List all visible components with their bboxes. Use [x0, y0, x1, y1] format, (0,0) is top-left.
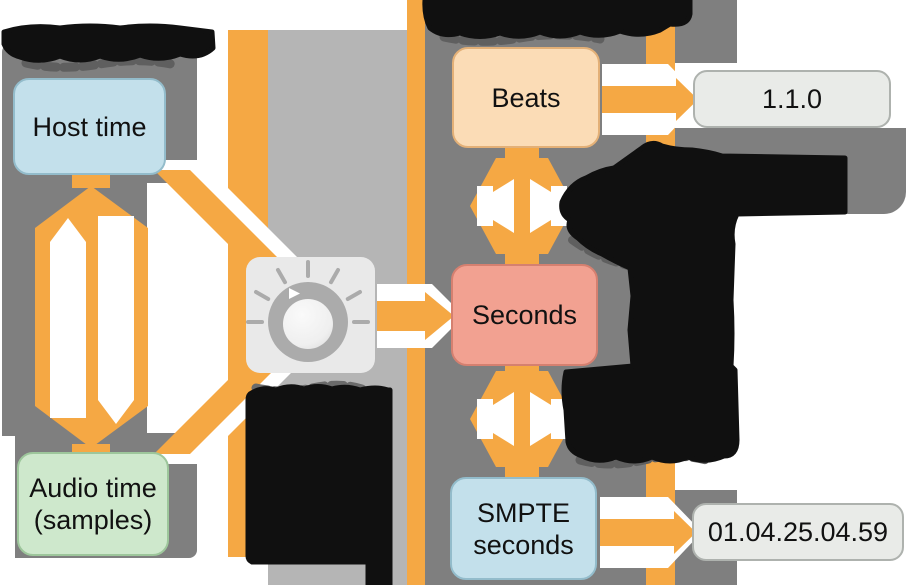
beats-box: Beats — [452, 47, 600, 148]
seconds-label: Seconds — [471, 300, 578, 330]
smpte-label-line1: SMPTE — [476, 497, 570, 528]
smpte-label-line2: seconds — [473, 529, 574, 560]
beats-label: Beats — [491, 82, 561, 113]
audio-time-label-line2: (samples) — [33, 505, 153, 535]
smpte-seconds-box: SMPTE seconds — [450, 477, 597, 580]
smpte-value: 01.04.25.04.59 — [707, 516, 889, 547]
center-column — [268, 30, 407, 585]
beats-value-box: 1.1.0 — [693, 70, 891, 128]
host-time-box: Host time — [13, 78, 166, 175]
host-time-label: Host time — [32, 111, 147, 142]
tempo-map-strip — [650, 128, 906, 214]
seconds-box: Seconds — [451, 264, 598, 366]
audio-time-box: Audio time (samples) — [17, 452, 169, 556]
left-panel-notch — [147, 183, 201, 433]
audio-time-label-line1: Audio time — [29, 473, 157, 503]
smpte-value-box: 01.04.25.04.59 — [692, 503, 904, 561]
middle-panel-top-tab — [648, 0, 737, 63]
left-panel-bottom-notch — [0, 436, 15, 585]
beats-value: 1.1.0 — [761, 83, 823, 114]
